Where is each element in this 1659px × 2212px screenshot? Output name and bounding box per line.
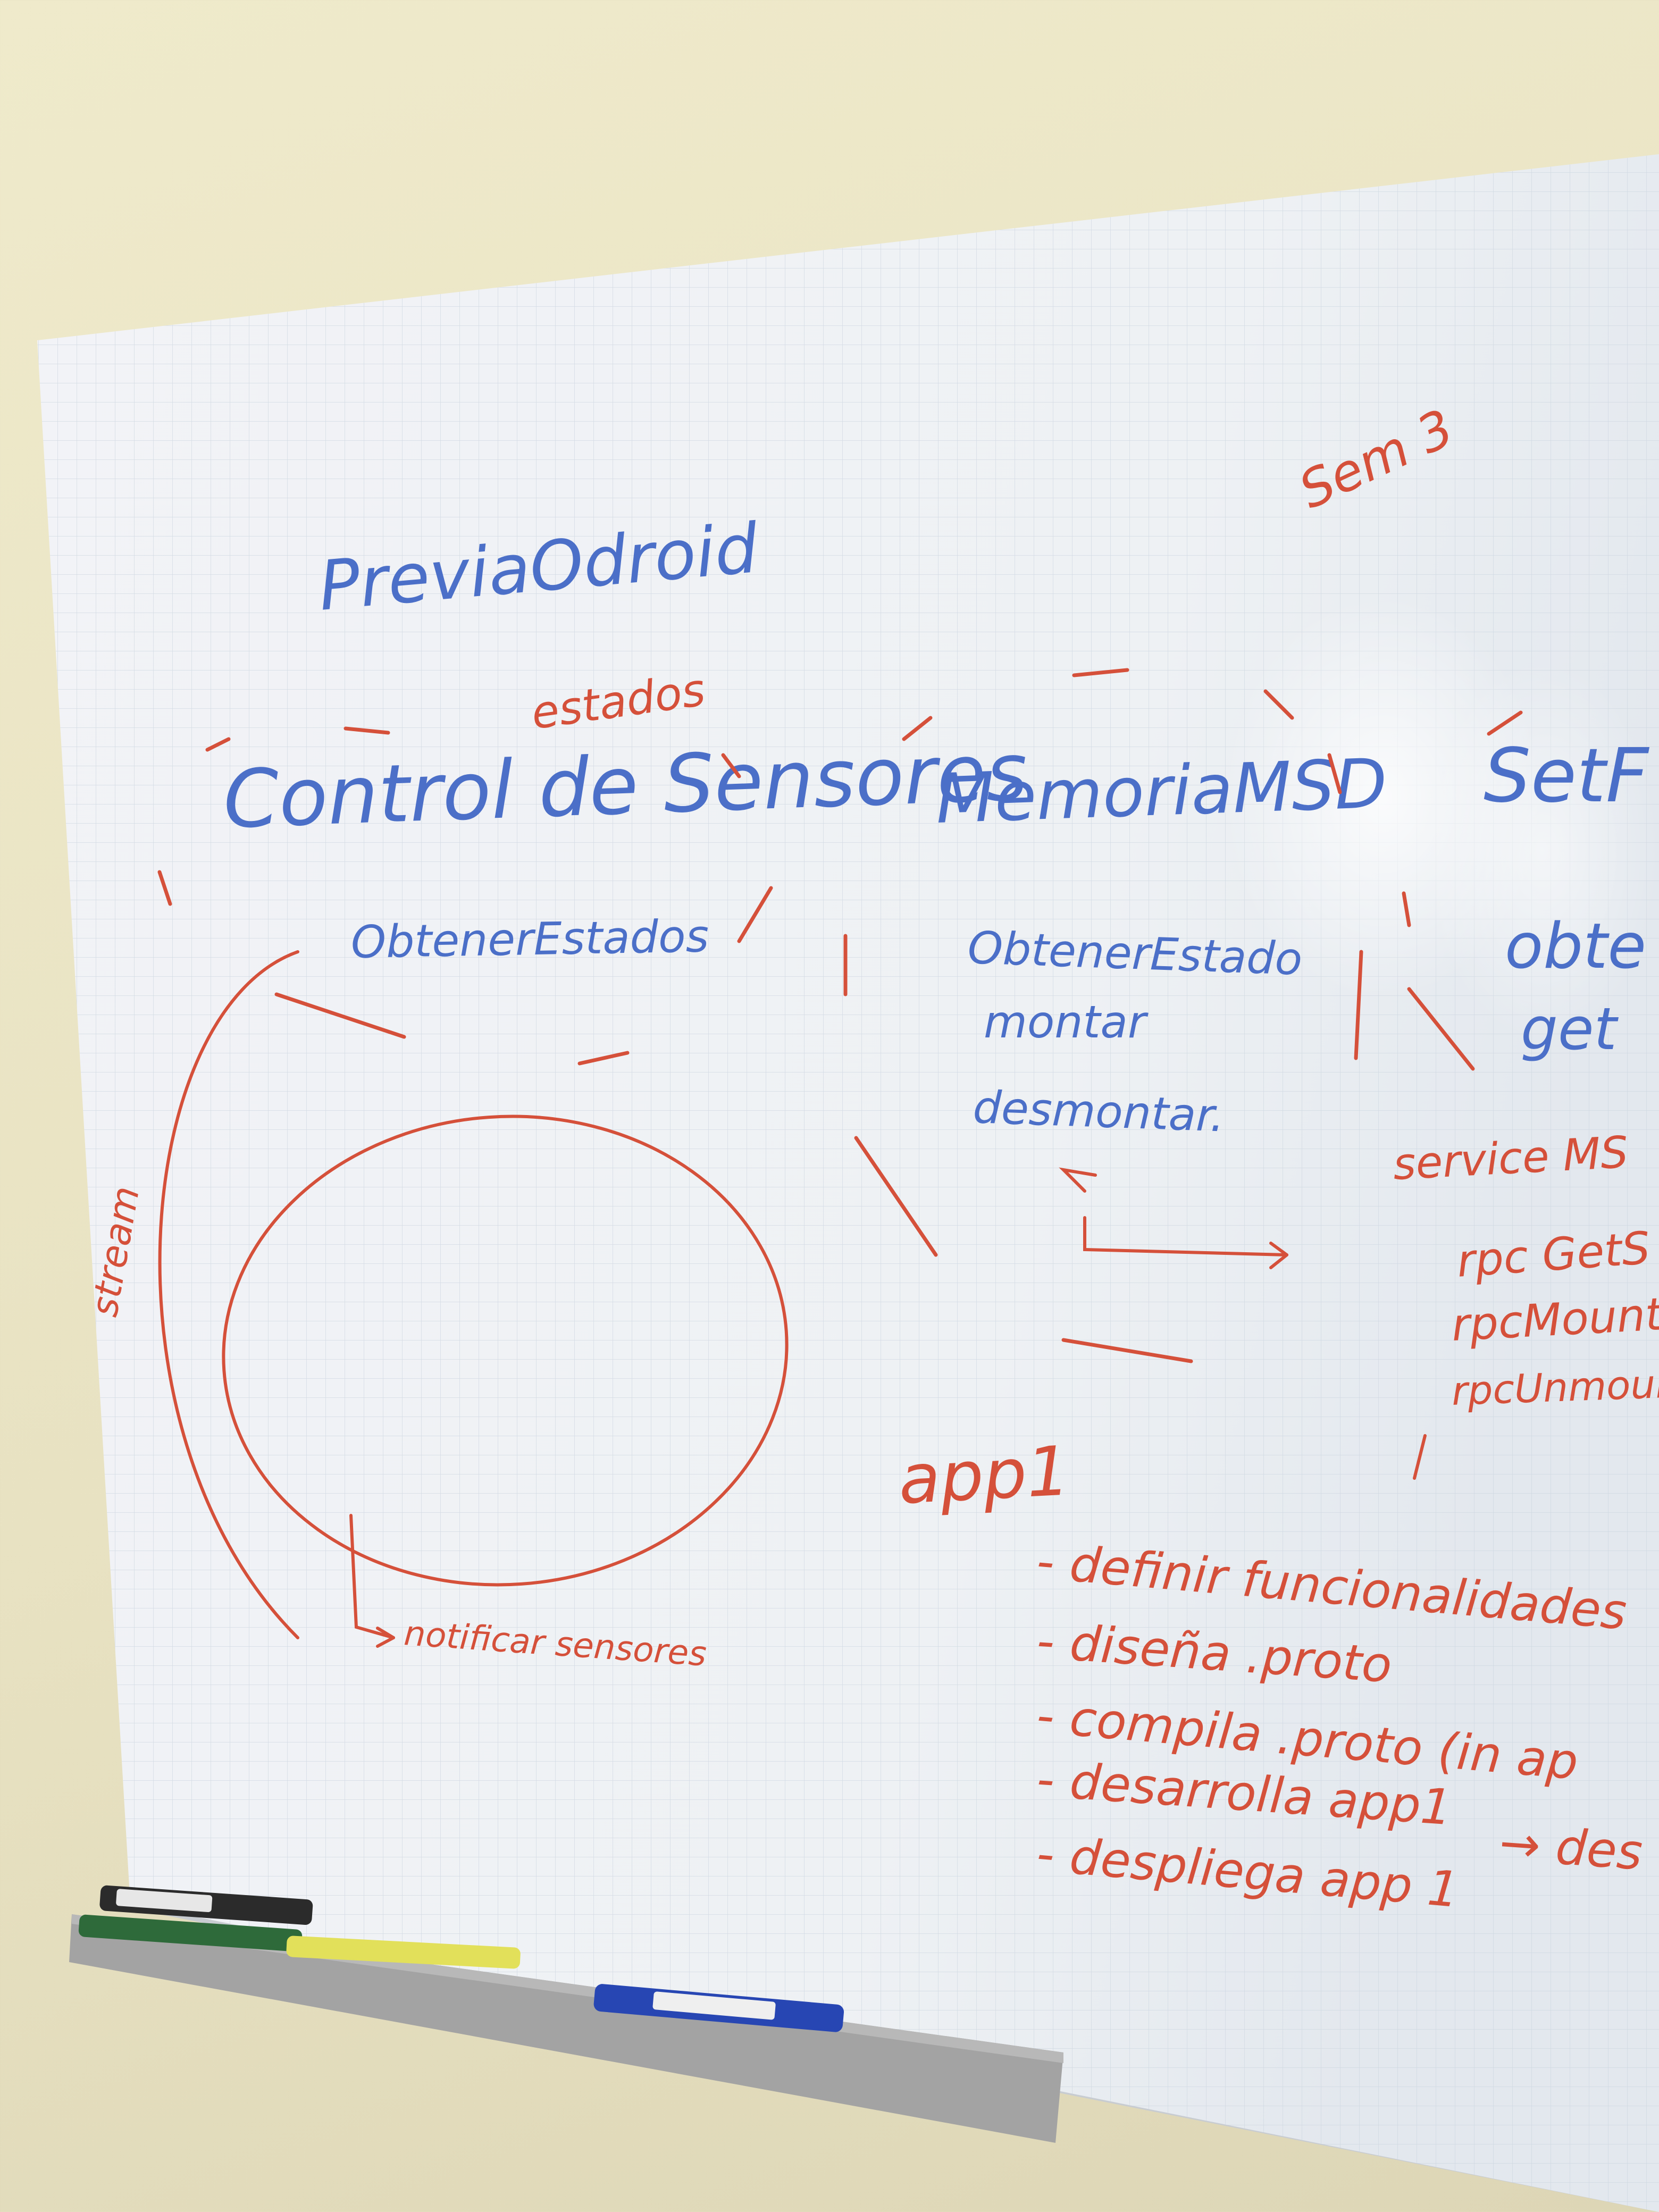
black-marker[interactable]: [99, 1885, 313, 1925]
stream-arc: [158, 950, 299, 1639]
method-montar: montar: [984, 996, 1146, 1048]
section-heading-setf: SetF: [1484, 733, 1649, 819]
blue-marker[interactable]: [593, 1983, 844, 2033]
method-get: get: [1521, 995, 1617, 1063]
notify-bracket: [349, 1514, 395, 1639]
method-obte: obte: [1505, 909, 1646, 983]
green-marker[interactable]: [78, 1914, 303, 1952]
sensor-loop-circle: [222, 1115, 789, 1587]
yellow-highlighter[interactable]: [286, 1936, 521, 1969]
